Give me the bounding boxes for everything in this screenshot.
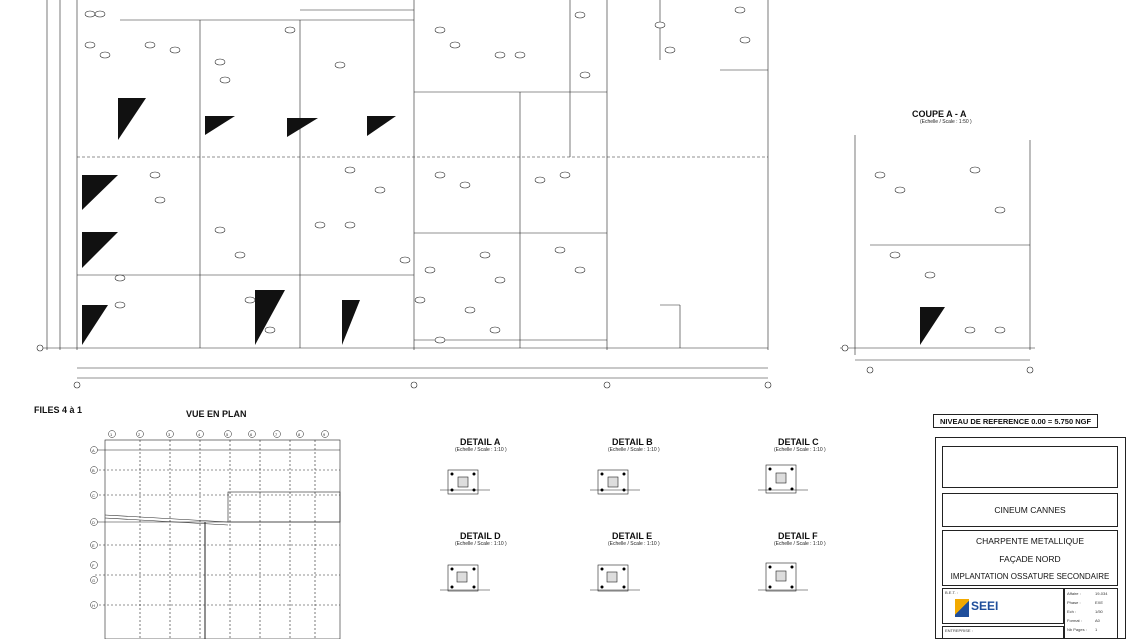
plan-axis-9: 9 (323, 432, 326, 437)
detail-c-title: DETAIL C (778, 437, 819, 447)
entreprise-box: ENTREPRISE : (942, 626, 1064, 639)
field-ech-value: 1/50 (1095, 609, 1103, 614)
drawing-title-line1: CHARPENTE METALLIQUE (975, 536, 1084, 546)
field-format-value: A0 (1095, 618, 1100, 623)
plan-axis-6: 6 (250, 432, 253, 437)
coupe-aa-scale: (Echelle / Scale : 1:50 ) (920, 119, 972, 125)
plan-axis-1: 1 (110, 432, 113, 437)
bet-box: B.E.T. : SEEI (942, 588, 1064, 624)
field-phase-value: EXE (1095, 600, 1104, 605)
drawing-title-line2: FAÇADE NORD (999, 554, 1061, 564)
plan-axis-3: 3 (168, 432, 171, 437)
plan-axis-f: F (92, 563, 95, 568)
field-phase-label: Phase : (1067, 600, 1081, 605)
drawing-title-line3: IMPLANTATION OSSATURE SECONDAIRE (950, 572, 1110, 581)
detail-c-scale: (Echelle / Scale : 1:10 ) (774, 447, 826, 453)
plan-axis-7: 7 (275, 432, 278, 437)
detail-a-title: DETAIL A (460, 437, 501, 447)
plan-axis-8: 8 (298, 432, 301, 437)
detail-a-scale: (Echelle / Scale : 1:10 ) (455, 447, 507, 453)
title-block-blank-box (942, 446, 1118, 488)
plan-axis-2: 2 (138, 432, 141, 437)
seei-logo-mark (955, 599, 969, 617)
plan-axis-a: A (92, 448, 95, 453)
field-affaire-value: 19-034 (1095, 591, 1108, 596)
files-label: FILES 4 à 1 (34, 405, 83, 415)
detail-b-title: DETAIL B (612, 437, 653, 447)
vue-en-plan-title: VUE EN PLAN (186, 409, 247, 419)
field-ech-label: Ech : (1067, 609, 1077, 614)
plan-axis-4: 4 (198, 432, 201, 437)
detail-e-scale: (Echelle / Scale : 1:10 ) (608, 541, 660, 547)
project-name: CINEUM CANNES (994, 505, 1066, 515)
coupe-aa-title: COUPE A - A (912, 109, 967, 119)
field-pages-value: 1 (1095, 627, 1098, 632)
detail-f-scale: (Echelle / Scale : 1:10 ) (774, 541, 826, 547)
seei-logo-text: SEEI (971, 599, 999, 613)
plan-axis-b: B (92, 468, 95, 473)
plan-axis-e: E (92, 543, 95, 548)
reference-level-box: NIVEAU DE REFERENCE 0.00 = 5.750 NGF (933, 414, 1098, 428)
detail-f-title: DETAIL F (778, 531, 818, 541)
plan-axis-h: H (92, 603, 95, 608)
detail-e-title: DETAIL E (612, 531, 653, 541)
detail-d-scale: (Echelle / Scale : 1:10 ) (455, 541, 507, 547)
reference-level: NIVEAU DE REFERENCE 0.00 = 5.750 NGF (939, 417, 1092, 426)
info-fields-box: Affaire : 19-034 Phase : EXE Ech : 1/50 … (1064, 588, 1118, 639)
plan-axis-5: 5 (226, 432, 229, 437)
field-format-label: Format : (1067, 618, 1082, 623)
plan-axis-g: G (92, 578, 96, 583)
drawing-title-box: CHARPENTE METALLIQUE FAÇADE NORD IMPLANT… (942, 530, 1118, 586)
entreprise-label: ENTREPRISE : (945, 628, 973, 633)
field-affaire-label: Affaire : (1067, 591, 1081, 596)
field-pages-label: Nb Pages : (1067, 627, 1087, 632)
plan-axis-c: C (92, 493, 95, 498)
bet-label: B.E.T. : (945, 590, 958, 595)
plan-axis-d: D (92, 520, 95, 525)
detail-b-scale: (Echelle / Scale : 1:10 ) (608, 447, 660, 453)
detail-d-title: DETAIL D (460, 531, 501, 541)
project-box: CINEUM CANNES (942, 493, 1118, 527)
